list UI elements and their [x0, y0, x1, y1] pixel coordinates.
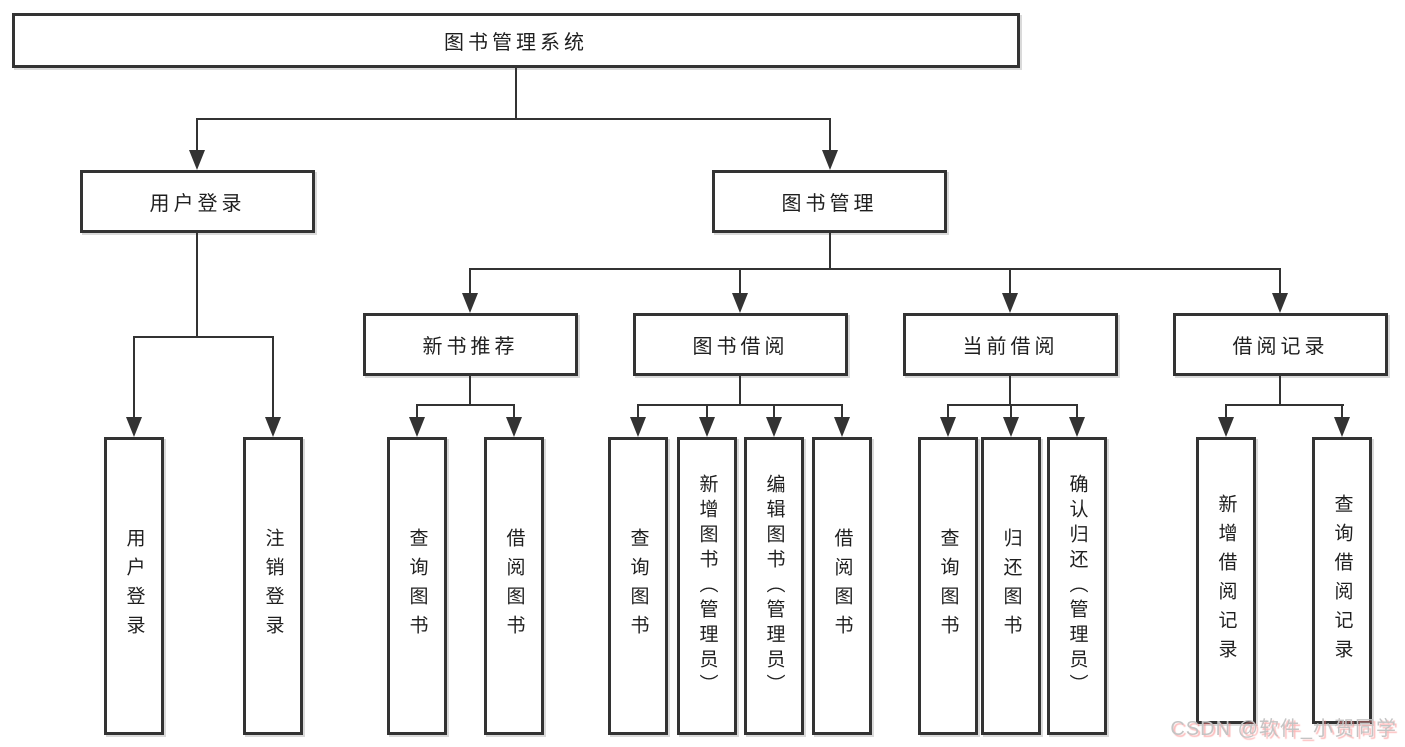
node-label: 当前借阅	[962, 336, 1059, 358]
arrowhead-icon	[822, 150, 838, 170]
leaf-label: 借阅图书	[831, 528, 853, 644]
connector-line	[133, 336, 135, 420]
arrowhead-icon	[265, 417, 281, 437]
connector-line	[272, 336, 274, 420]
connector-line	[196, 233, 198, 336]
connector-line	[1279, 376, 1281, 406]
connector-line	[739, 376, 741, 406]
leaf-add-borrow-record: 新增借阅记录	[1196, 437, 1256, 724]
connector-line	[773, 404, 775, 420]
leaf-label: 查询图书	[627, 528, 649, 644]
connector-line	[1009, 376, 1011, 406]
leaf-label: 查询借阅记录	[1331, 493, 1353, 668]
leaf-add-books-admin: 新增图书（管理员）	[677, 437, 737, 735]
leaf-label: 借阅图书	[503, 528, 525, 644]
node-label: 新书推荐	[422, 336, 519, 358]
leaf-label: 注销登录	[262, 528, 284, 644]
leaf-borrow-books: 借阅图书	[812, 437, 872, 735]
arrowhead-icon	[699, 417, 715, 437]
leaf-query-books-borrow: 查询图书	[608, 437, 668, 735]
arrowhead-icon	[1002, 293, 1018, 313]
leaf-label: 确认归还（管理员）	[1066, 473, 1088, 699]
arrowhead-icon	[834, 417, 850, 437]
connector-line	[1225, 404, 1227, 420]
arrowhead-icon	[1069, 417, 1085, 437]
leaf-borrow-books-recommend: 借阅图书	[484, 437, 544, 735]
node-book-borrowing: 图书借阅	[633, 313, 848, 376]
node-borrow-records: 借阅记录	[1173, 313, 1388, 376]
connector-line	[515, 66, 517, 120]
connector-line	[196, 118, 198, 154]
leaf-label: 查询图书	[406, 528, 428, 644]
arrowhead-icon	[126, 417, 142, 437]
arrowhead-icon	[940, 417, 956, 437]
connector-line	[133, 336, 274, 338]
arrowhead-icon	[409, 417, 425, 437]
leaf-label: 新增图书（管理员）	[696, 473, 718, 699]
arrowhead-icon	[1218, 417, 1234, 437]
connector-line	[706, 404, 708, 420]
connector-line	[637, 404, 639, 420]
connector-line	[947, 404, 1078, 406]
leaf-query-borrow-record: 查询借阅记录	[1312, 437, 1372, 724]
connector-line	[469, 268, 471, 296]
node-new-book-recommendation: 新书推荐	[363, 313, 578, 376]
leaf-label: 用户登录	[123, 528, 145, 644]
leaf-query-books-current: 查询图书	[918, 437, 978, 735]
arrowhead-icon	[1334, 417, 1350, 437]
node-root-library-system: 图书管理系统	[12, 13, 1020, 68]
connector-line	[513, 404, 515, 420]
connector-line	[469, 268, 1281, 270]
connector-line	[739, 268, 741, 296]
arrowhead-icon	[462, 293, 478, 313]
arrowhead-icon	[732, 293, 748, 313]
leaf-label: 新增借阅记录	[1215, 493, 1237, 668]
arrowhead-icon	[630, 417, 646, 437]
arrowhead-icon	[1272, 293, 1288, 313]
arrowhead-icon	[189, 150, 205, 170]
connector-line	[416, 404, 515, 406]
connector-line	[1225, 404, 1344, 406]
arrowhead-icon	[506, 417, 522, 437]
arrowhead-icon	[1003, 417, 1019, 437]
leaf-confirm-return-admin: 确认归还（管理员）	[1047, 437, 1107, 735]
node-label: 借阅记录	[1232, 336, 1329, 358]
connector-line	[1279, 268, 1281, 296]
connector-line	[637, 404, 843, 406]
node-book-management: 图书管理	[712, 170, 947, 233]
arrowhead-icon	[766, 417, 782, 437]
node-label: 图书借阅	[692, 336, 789, 358]
leaf-return-books: 归还图书	[981, 437, 1041, 735]
connector-line	[1341, 404, 1343, 420]
connector-line	[196, 118, 831, 120]
node-current-borrowing: 当前借阅	[903, 313, 1118, 376]
leaf-label: 编辑图书（管理员）	[763, 473, 785, 699]
node-label: 图书管理系统	[444, 32, 588, 54]
leaf-label: 归还图书	[1000, 528, 1022, 644]
leaf-logout: 注销登录	[243, 437, 303, 735]
connector-line	[829, 118, 831, 154]
connector-line	[841, 404, 843, 420]
node-label: 用户登录	[149, 193, 246, 215]
connector-line	[469, 376, 471, 406]
csdn-watermark: CSDN @软件_小贺同学	[1170, 718, 1397, 740]
connector-line	[416, 404, 418, 420]
node-label: 图书管理	[781, 193, 878, 215]
connector-line	[947, 404, 949, 420]
leaf-user-login: 用户登录	[104, 437, 164, 735]
node-user-login: 用户登录	[80, 170, 315, 233]
leaf-label: 查询图书	[937, 528, 959, 644]
leaf-query-books-recommend: 查询图书	[387, 437, 447, 735]
connector-line	[1010, 404, 1012, 420]
leaf-edit-books-admin: 编辑图书（管理员）	[744, 437, 804, 735]
connector-line	[1009, 268, 1011, 296]
connector-line	[1076, 404, 1078, 420]
connector-line	[829, 233, 831, 270]
